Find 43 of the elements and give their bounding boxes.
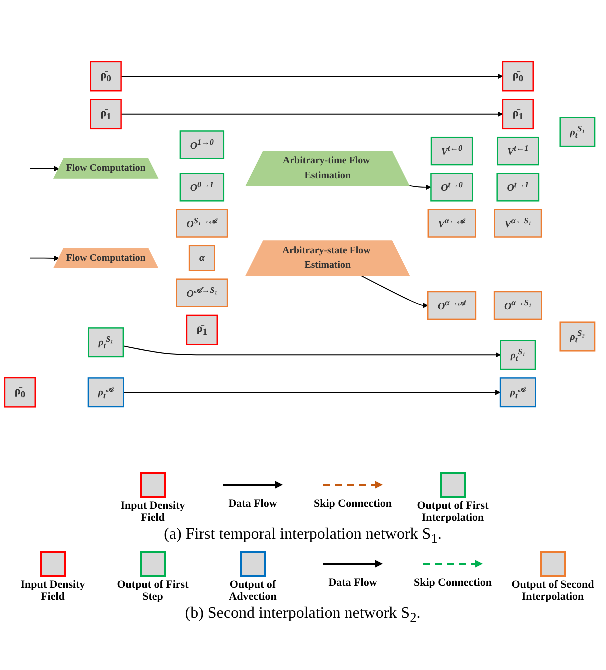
- arrow: [120, 74, 504, 80]
- output-box: O$^{α→𝒜}$: [428, 292, 477, 320]
- caption: (a) First temporal interpolation network S$_{1}$.: [163, 526, 443, 548]
- output-box: O$^{α→S₁}$: [494, 292, 542, 320]
- arrow: [120, 112, 504, 118]
- input-field-box: ρ̄$_{1}$: [502, 100, 534, 130]
- output-box: α: [188, 246, 216, 272]
- arrow: [123, 390, 501, 396]
- legend-label: Output of Advection: [228, 579, 278, 604]
- network-block: Arbitrary-time Flow Estimation: [246, 152, 410, 187]
- legend-label: Data Flow: [328, 577, 378, 590]
- arrow: [30, 256, 60, 262]
- arrow: [122, 346, 502, 358]
- legend-label: Skip Connection: [414, 577, 492, 590]
- output-box: V$^{t←1}$: [497, 137, 540, 166]
- network-block: Flow Computation: [53, 248, 159, 269]
- network-block: Arbitrary-state Flow Estimation: [246, 241, 410, 276]
- input-field-box: ρ̄$_{0}$: [502, 62, 534, 92]
- output-box: O$^{1→0}$: [180, 131, 225, 160]
- output-box: O$^{t→1}$: [496, 174, 540, 202]
- legend-label: Output of Second Interpolation: [510, 579, 596, 604]
- input-field-box: ρ̄$_{1}$: [186, 315, 218, 346]
- legend-label: Input Density Field: [20, 579, 86, 604]
- output-box: O$^{S₁→𝒜}$: [176, 210, 228, 238]
- input-field-box: ρ̄$_{0}$: [90, 62, 122, 92]
- legend-label: Data Flow: [228, 498, 278, 510]
- output-box: V$^{α←𝒜}$: [428, 210, 476, 238]
- output-box: O$^{t→0}$: [430, 174, 474, 202]
- legend-label: Output of First Step: [116, 579, 190, 604]
- input-field-box: ρ̄$_{0}$: [4, 378, 36, 408]
- arrow: [360, 276, 428, 309]
- arrow: [409, 185, 432, 191]
- arrow: [30, 166, 60, 172]
- output-box: O$^{𝒜→S₁}$: [176, 279, 228, 308]
- input-field-box: ρ̄$_{1}$: [90, 100, 122, 130]
- output-box: V$^{α←S₁}$: [494, 210, 542, 238]
- legend-label: Skip Connection: [314, 498, 392, 510]
- output-box: O$^{0→1}$: [180, 174, 225, 202]
- legend-label: Output of First Interpolation: [416, 500, 490, 524]
- network-block: Flow Computation: [53, 158, 159, 180]
- legend-label: Input Density Field: [120, 500, 186, 524]
- output-box: V$^{t←0}$: [430, 137, 474, 166]
- caption: (b) Second interpolation network S$_{2}$.: [184, 605, 422, 626]
